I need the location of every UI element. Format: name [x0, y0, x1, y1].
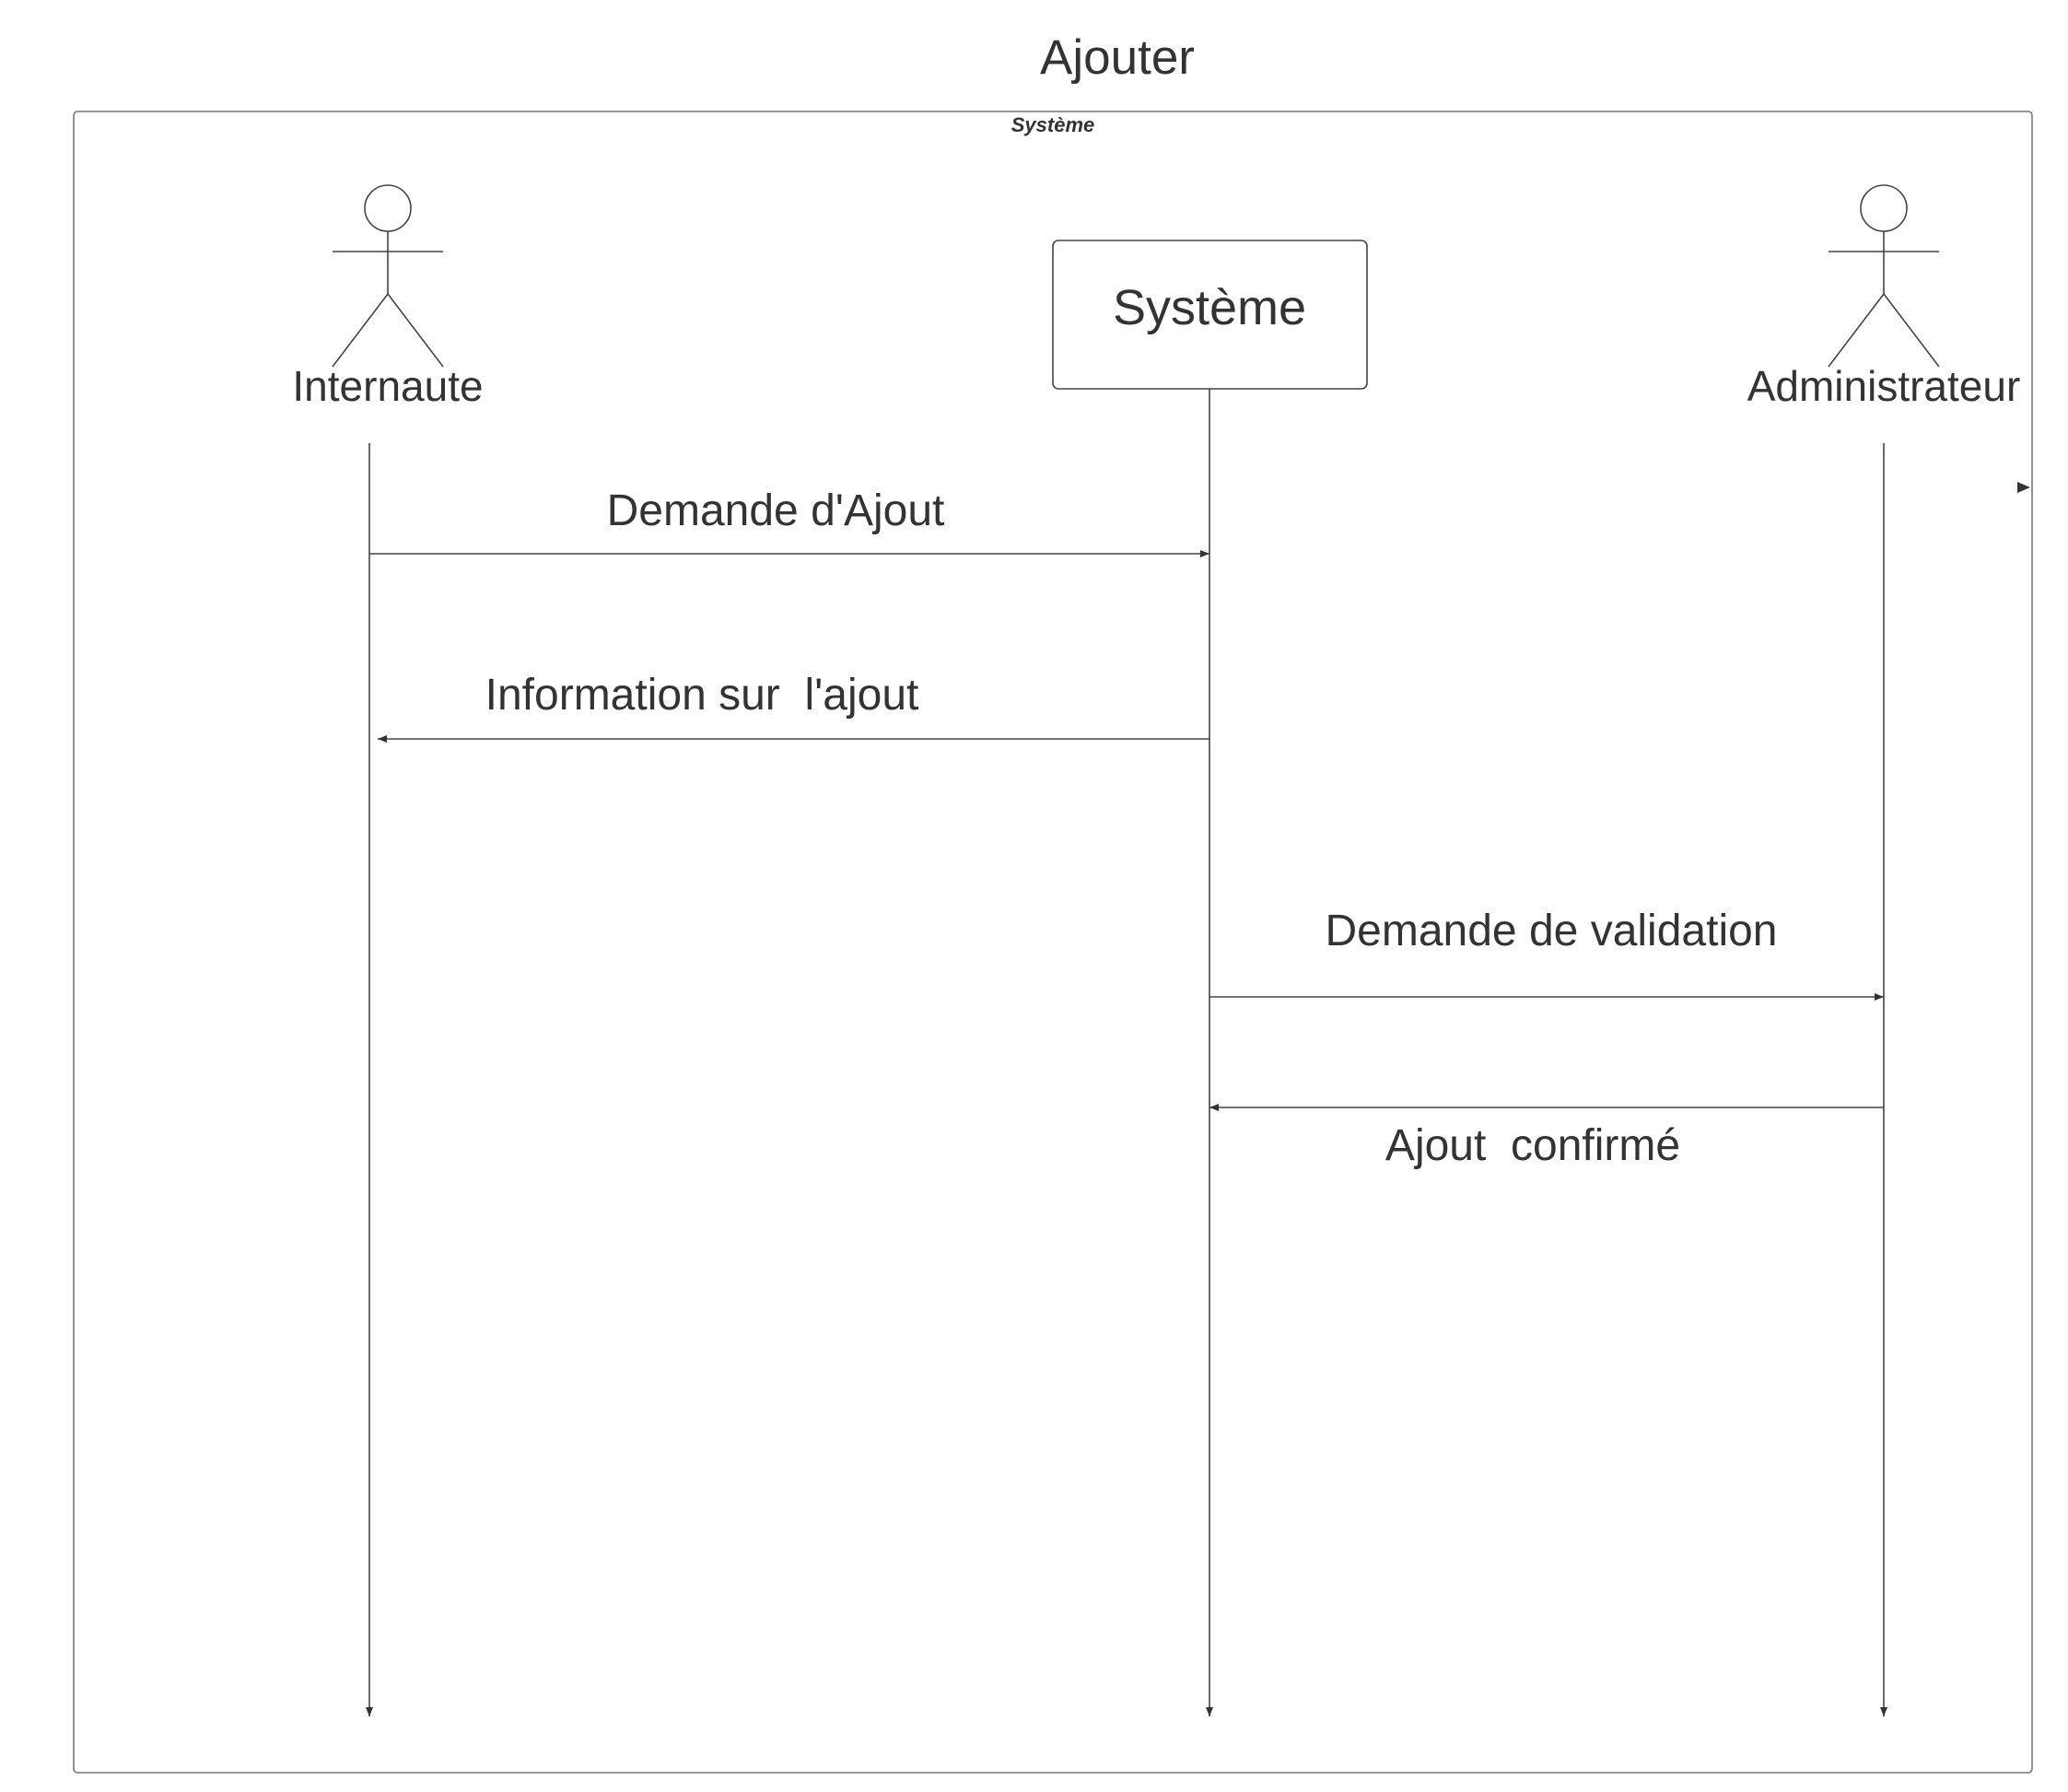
- message-label: Demande d'Ajout: [607, 486, 945, 535]
- message-label: Demande de validation: [1326, 907, 1778, 955]
- stick-figure-icon: [1828, 184, 1940, 368]
- object-systeme-label: Système: [1113, 280, 1306, 335]
- message-demande-validation: Demande de validation: [1209, 907, 1884, 1001]
- message-demande-ajout: Demande d'Ajout: [369, 486, 1209, 557]
- diagram-title: Ajouter: [1040, 30, 1195, 85]
- system-frame: [73, 111, 2033, 1774]
- message-ajout-confirme: Ajout confirmé: [1209, 1104, 1884, 1170]
- object-systeme: Système: [1052, 240, 1368, 390]
- actor-administrateur: Administrateur: [1747, 184, 2021, 410]
- message-label: Information sur l'ajout: [485, 671, 919, 720]
- stick-figure-icon: [332, 184, 444, 368]
- message-label: Ajout confirmé: [1385, 1121, 1680, 1170]
- actor-internaute-label: Internaute: [292, 362, 483, 410]
- system-frame-label: Système: [1011, 113, 1095, 136]
- stray-arrowhead: [2017, 482, 2030, 493]
- actor-administrateur-label: Administrateur: [1747, 362, 2021, 410]
- message-information-ajout: Information sur l'ajout: [378, 671, 1209, 743]
- actor-internaute: Internaute: [292, 184, 484, 410]
